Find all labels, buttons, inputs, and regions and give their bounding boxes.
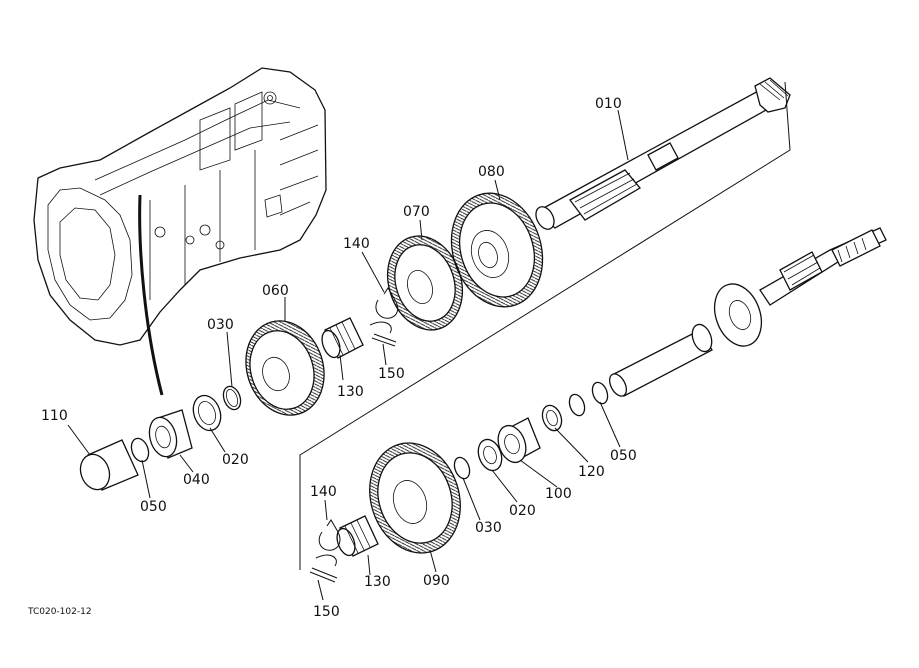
circlip-030-upper [222, 385, 242, 411]
label-100: 100 [545, 486, 572, 502]
label-070: 070 [403, 204, 430, 220]
label-040: 040 [183, 472, 210, 488]
label-010: 010 [595, 96, 622, 112]
circlip-050-right [568, 381, 609, 417]
collar-120 [541, 404, 563, 432]
transmission-case [33, 67, 327, 396]
label-030-upper: 030 [207, 317, 234, 333]
assembly-guide-lines [299, 81, 791, 570]
circlip-050-left [130, 437, 150, 463]
label-020-lower: 020 [509, 503, 536, 519]
countershaft [608, 227, 887, 397]
leader-lines [67, 109, 629, 601]
label-150-lower: 150 [313, 604, 340, 620]
label-130-upper: 130 [337, 384, 364, 400]
label-050-left: 050 [140, 499, 167, 515]
washer-020-lower [477, 438, 503, 472]
label-060: 060 [262, 283, 289, 299]
label-110: 110 [41, 408, 68, 424]
cap-110 [79, 439, 139, 491]
pin-150-upper [371, 333, 397, 347]
gear-060 [245, 320, 325, 416]
bearing-100 [497, 417, 541, 464]
clip-140-upper [369, 287, 399, 334]
needle-bearing-130-upper [321, 317, 364, 359]
label-020-upper: 020 [222, 452, 249, 468]
washer-020-upper [192, 394, 222, 432]
label-080: 080 [478, 164, 505, 180]
gear-070 [387, 235, 463, 331]
clip-140-lower [315, 519, 341, 567]
shaft-010 [535, 77, 791, 230]
label-090: 090 [423, 573, 450, 589]
gear-090 [369, 442, 461, 554]
part-labels: 010 080 070 140 060 030 130 150 110 020 … [27, 96, 637, 620]
label-150-upper: 150 [378, 366, 405, 382]
label-140-lower: 140 [310, 484, 337, 500]
label-140-upper: 140 [343, 236, 370, 252]
diagram-code: TC020-102-12 [27, 607, 92, 617]
label-130-lower: 130 [364, 574, 391, 590]
label-120: 120 [578, 464, 605, 480]
label-030-lower: 030 [475, 520, 502, 536]
label-050-right: 050 [610, 448, 637, 464]
bearing-040 [148, 409, 193, 459]
circlip-030-lower [453, 456, 471, 480]
gear-080 [450, 192, 544, 308]
pin-150-lower [309, 567, 338, 583]
needle-bearing-130-lower [336, 515, 379, 557]
